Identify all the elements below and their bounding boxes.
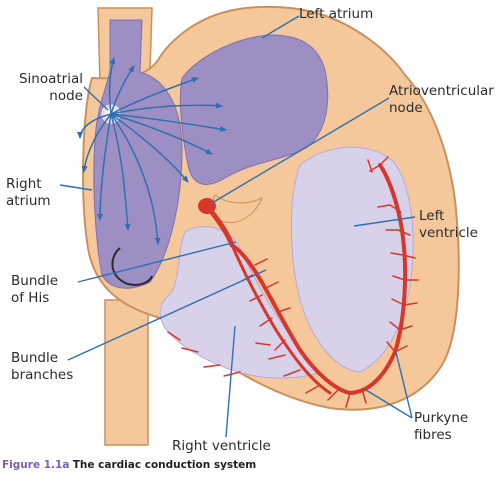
bundle-branches-label: Bundle branches <box>11 350 73 384</box>
sinoatrial-node-label-line2: node <box>49 88 83 104</box>
purkyne-fibres-label-line1: Purkyne <box>414 410 469 426</box>
right-atrium-label-line1: Right <box>6 176 42 192</box>
left-ventricle-label-line2: ventricle <box>419 225 478 241</box>
sa-node-impulse-arrows <box>77 57 227 245</box>
figure-number: Figure 1.1a <box>2 459 70 471</box>
tricuspid-valve <box>111 247 153 286</box>
right-atrium-label: Right atrium <box>6 176 51 210</box>
left-ventricle-chamber <box>290 146 414 373</box>
purkyne-fibres-label-line2: fibres <box>414 427 452 443</box>
right-ventricle-label: Right ventricle <box>172 438 271 454</box>
bundle-branches-label-line2: branches <box>11 367 74 383</box>
bundle-of-his-path <box>207 207 235 248</box>
bundle-branch-left <box>230 163 408 396</box>
left-atrium-label: Left atrium <box>299 6 374 22</box>
purkyne-fibre-network <box>167 156 419 408</box>
sinoatrial-node-label: Sinoatrial node <box>5 71 83 105</box>
bundle-branches-label-line1: Bundle <box>11 350 58 366</box>
right-ventricle-chamber <box>159 226 321 379</box>
bundle-of-his-label: Bundle of His <box>11 273 58 307</box>
sinoatrial-node-label-line1: Sinoatrial <box>18 71 83 87</box>
atrioventricular-node-label: Atrioventricular node <box>389 83 494 117</box>
atrioventricular-node-label-line2: node <box>389 100 423 116</box>
bundle-of-his-label-line1: Bundle <box>11 273 58 289</box>
figure-title: The cardiac conduction system <box>72 459 257 471</box>
bundle-branch-right <box>230 243 332 395</box>
bundle-of-his-label-line2: of His <box>11 290 50 306</box>
left-ventricle-label: Left ventricle <box>419 208 478 242</box>
right-atrium-label-line2: atrium <box>6 193 51 209</box>
leader-lines <box>59 15 416 438</box>
inferior-vena-cava <box>104 299 149 446</box>
left-ventricle-label-line1: Left <box>419 208 445 224</box>
purkyne-fibres-label: Purkyne fibres <box>414 410 468 444</box>
atrioventricular-node-label-line1: Atrioventricular <box>389 83 494 99</box>
figure-caption: Figure 1.1a The cardiac conduction syste… <box>2 459 256 471</box>
